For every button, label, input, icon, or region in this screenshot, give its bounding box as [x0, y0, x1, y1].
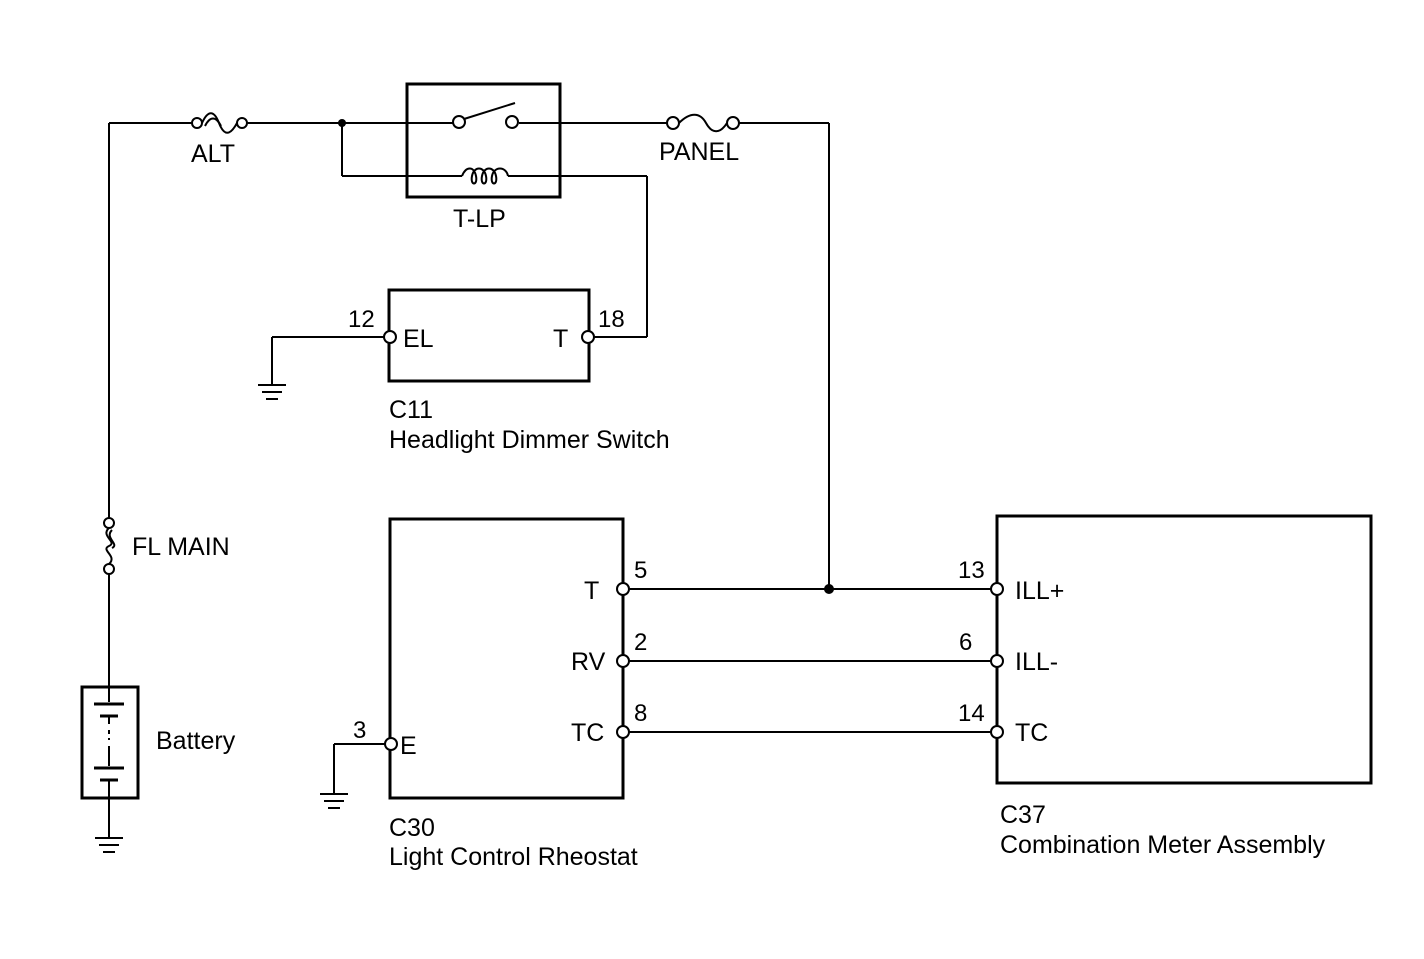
panel-fuse-label: PANEL: [659, 138, 739, 166]
rheostat-pin-tc-label: TC: [571, 719, 604, 747]
ground-icon: [95, 837, 123, 853]
dimmer-name: Headlight Dimmer Switch: [389, 426, 670, 454]
dimmer-pin-t-number: 18: [598, 306, 625, 333]
meter-name: Combination Meter Assembly: [1000, 831, 1326, 859]
fl-main-fuse: [103, 517, 116, 575]
meter-pin-tc-terminal: [990, 725, 1004, 739]
fl-main-label: FL MAIN: [132, 533, 230, 561]
rheostat-pin-e-terminal: [384, 737, 398, 751]
dimmer-pin-t-terminal: [581, 330, 595, 344]
battery-label: Battery: [156, 727, 236, 755]
meter-pin-tc-label: TC: [1015, 719, 1048, 747]
rheostat-pin-t-number: 5: [634, 557, 647, 584]
meter-pin-ill-plus-label: ILL+: [1015, 577, 1064, 605]
ground-icon: [258, 336, 384, 400]
meter-pin-ill-minus-terminal: [990, 654, 1004, 668]
rheostat-pin-e-number: 3: [353, 717, 366, 744]
meter-pin-ill-minus-number: 6: [959, 629, 972, 656]
dimmer-code: C11: [389, 396, 433, 424]
panel-fuse: [666, 113, 740, 133]
junction-dot: [338, 119, 346, 127]
rheostat-pin-t-label: T: [584, 577, 599, 605]
alt-fuse: [191, 112, 248, 134]
rheostat-pin-tc-terminal: [616, 725, 630, 739]
signal-wires: [629, 588, 991, 733]
rheostat-pin-t-terminal: [616, 582, 630, 596]
dimmer-pin-el-terminal: [383, 330, 397, 344]
meter-pin-ill-minus-label: ILL-: [1015, 648, 1058, 676]
meter-pin-ill-plus-number: 13: [958, 557, 985, 584]
relay-label: T-LP: [453, 205, 506, 233]
rheostat-code: C30: [389, 814, 435, 842]
meter-code: C37: [1000, 801, 1046, 829]
rheostat-pin-tc-number: 8: [634, 700, 647, 727]
supply-wires: [108, 122, 830, 686]
battery-symbol: [80, 685, 140, 838]
rheostat-pin-rv-number: 2: [634, 629, 647, 656]
meter-box: [995, 514, 1373, 785]
alt-fuse-label: ALT: [191, 140, 235, 168]
rheostat-pin-rv-label: RV: [571, 648, 606, 676]
t-lp-relay: [405, 82, 562, 199]
dimmer-pin-el-label: EL: [403, 325, 434, 353]
dimmer-pin-el-number: 12: [348, 306, 375, 333]
rheostat-pin-e-label: E: [400, 732, 417, 760]
rheostat-pin-rv-terminal: [616, 654, 630, 668]
meter-pin-tc-number: 14: [958, 700, 985, 727]
dimmer-pin-t-label: T: [553, 325, 568, 353]
rheostat-name: Light Control Rheostat: [389, 843, 638, 871]
ground-icon: [320, 743, 385, 809]
meter-pin-ill-plus-terminal: [990, 582, 1004, 596]
